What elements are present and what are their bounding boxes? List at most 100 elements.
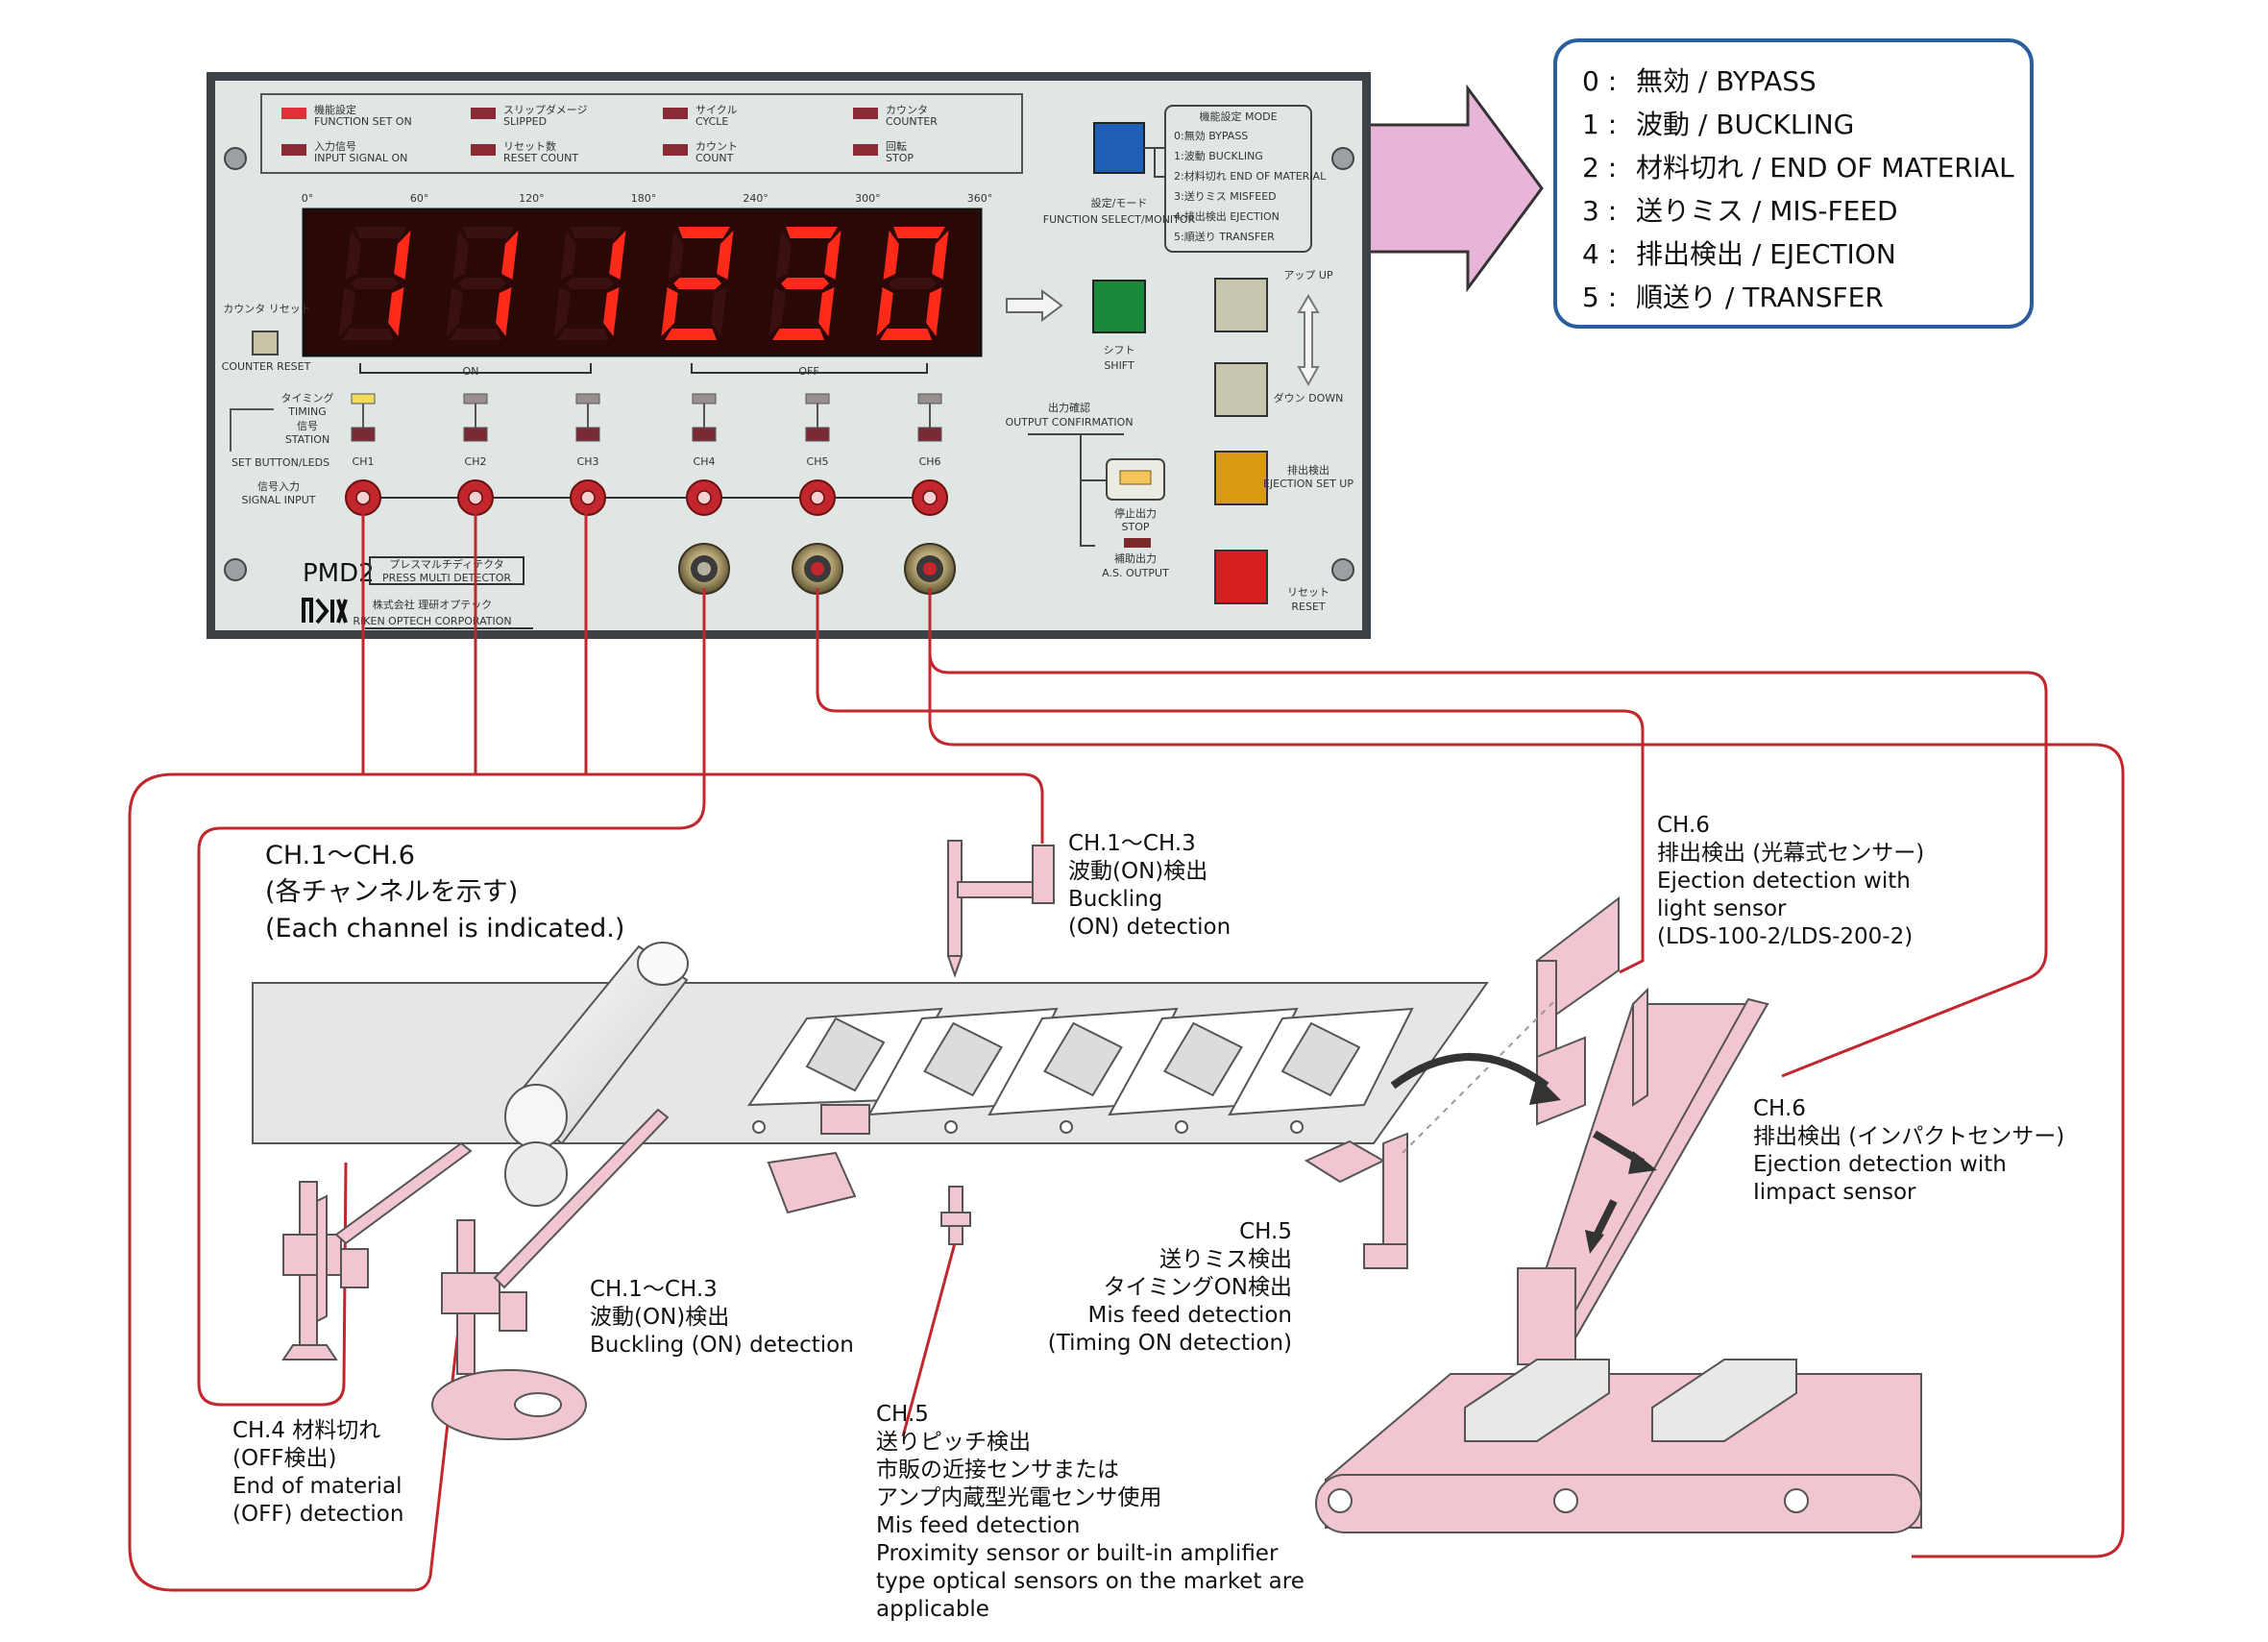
mode-line: 1:波動 BUCKLING xyxy=(1174,149,1263,162)
indicator-label-jp: 機能設定 xyxy=(314,103,356,116)
off-bracket xyxy=(691,363,928,374)
segment-c xyxy=(388,287,404,336)
segment-d xyxy=(450,329,501,340)
segment-e xyxy=(661,287,678,336)
timing-led xyxy=(351,393,376,404)
indicator-label-en: RESET COUNT xyxy=(503,152,578,164)
function-select-jp: 設定/モード xyxy=(1091,196,1148,209)
stamped-part xyxy=(1163,1021,1243,1097)
screw xyxy=(1331,147,1354,170)
reset-button[interactable] xyxy=(1214,550,1268,604)
mode-line: 0:無効 BYPASS xyxy=(1174,129,1248,142)
mode-line: 5:順送り TRANSFER xyxy=(1174,230,1275,243)
part-box xyxy=(1464,1359,1797,1442)
channel-label: CH4 xyxy=(694,455,716,468)
station-button[interactable] xyxy=(575,427,600,442)
segment-c xyxy=(496,287,512,336)
mode-line: 4:排出検出 EJECTION xyxy=(1174,209,1280,223)
channel-label: CH1 xyxy=(353,455,375,468)
ejection-setup-jp: 排出検出 xyxy=(1287,463,1329,477)
shift-en: SHIFT xyxy=(1104,359,1134,372)
wire-ch6-bottom xyxy=(928,625,2125,1558)
segment-g xyxy=(781,278,829,289)
angle-tick-label: 60° xyxy=(410,192,429,205)
segment-a xyxy=(463,227,515,238)
up-label: アップ UP xyxy=(1283,269,1333,282)
screw xyxy=(224,558,247,581)
segment-c xyxy=(711,287,727,336)
conveyor xyxy=(1315,1359,1922,1533)
model-subtitle-en: PRESS MULTI DETECTOR xyxy=(382,572,511,584)
indicator-label-jp: 回転 xyxy=(886,140,907,153)
indicator-label-jp: サイクル xyxy=(695,104,737,116)
up-button[interactable] xyxy=(1214,278,1268,332)
timing-en: TIMING xyxy=(287,405,326,418)
segment-a xyxy=(786,227,838,238)
shift-jp: シフト xyxy=(1104,344,1135,356)
segment-e xyxy=(553,287,571,336)
indicator-strip xyxy=(260,93,1023,174)
segment-g xyxy=(673,278,721,289)
aux-output-en: A.S. OUTPUT xyxy=(1102,567,1169,579)
eject-arc-arrow xyxy=(1390,1053,1549,1090)
station-button[interactable] xyxy=(351,427,376,442)
wire-ch1-3-top xyxy=(620,772,1044,844)
ejection-setup-en: EJECTION SET UP xyxy=(1263,478,1353,490)
model-subtitle-jp: プレスマルチディテクタ xyxy=(389,557,503,571)
indicator-label-jp: 入力信号 xyxy=(314,140,356,153)
function-select-en: FUNCTION SELECT/MONITOR xyxy=(1043,213,1196,226)
indicator-label-en: FUNCTION SET ON xyxy=(314,115,412,128)
station-button[interactable] xyxy=(692,427,717,442)
output-confirm-jp: 出力確認 xyxy=(1048,401,1090,414)
sensor-stand-ch1-3 xyxy=(431,1108,670,1440)
counter-reset-button[interactable] xyxy=(252,331,279,355)
function-select-button[interactable] xyxy=(1093,122,1145,174)
channel-label: CH2 xyxy=(465,455,487,468)
angle-tick-label: 120° xyxy=(519,192,545,205)
pilot-hole xyxy=(1175,1120,1188,1134)
segment-c xyxy=(603,287,620,336)
timing-led xyxy=(917,393,942,404)
riken-logo xyxy=(300,596,350,626)
down-label: ダウン DOWN xyxy=(1274,391,1344,404)
station-button[interactable] xyxy=(805,427,830,442)
signal-input-jp: 信号入力 xyxy=(257,480,300,493)
indicator-led xyxy=(853,144,878,156)
indicator-label-jp: カウンタ xyxy=(886,104,928,116)
up-down-arrow xyxy=(1297,294,1320,387)
counter-reset-jp: カウンタ リセット xyxy=(223,303,311,315)
signal-input-en: SIGNAL INPUT xyxy=(241,494,315,506)
channel-label: CH3 xyxy=(577,455,599,468)
wire-ch5-bottom xyxy=(901,1238,958,1437)
segment-a xyxy=(571,227,622,238)
station-button[interactable] xyxy=(917,427,942,442)
indicator-label-en: SLIPPED xyxy=(503,115,547,128)
callout-ch6-impact: CH.6 排出検出 (インパクトセンサー) Ejection detection… xyxy=(1753,1096,2065,1205)
off-label: OFF xyxy=(798,365,818,378)
indicator-label-jp: リセット数 xyxy=(503,140,556,153)
legend-row: 5 :順送り / TRANSFER xyxy=(1582,282,1884,313)
timing-led xyxy=(575,393,600,404)
indicator-led xyxy=(471,108,496,119)
reset-jp: リセット xyxy=(1287,586,1329,599)
down-button[interactable] xyxy=(1214,362,1268,417)
station-button[interactable] xyxy=(463,427,488,442)
ejection-setup-button[interactable] xyxy=(1214,451,1268,505)
mode-legend: 0 :無効 / BYPASS 1 :波動 / BUCKLING 2 :材料切れ … xyxy=(1553,38,2034,329)
wire-loop-outer xyxy=(128,772,620,1592)
indicator-led xyxy=(853,108,878,119)
indicator-led xyxy=(471,144,496,156)
angle-tick-label: 180° xyxy=(631,192,657,205)
indicator-led xyxy=(663,108,688,119)
segment-b xyxy=(932,231,949,280)
segment-b xyxy=(394,231,411,280)
indicator-label-en: CYCLE xyxy=(695,115,728,128)
shift-button[interactable] xyxy=(1092,280,1146,333)
indicator-label-en: COUNTER xyxy=(886,115,938,128)
counter-reset-en: COUNTER RESET xyxy=(222,360,311,373)
legend-row: 1 :波動 / BUCKLING xyxy=(1582,109,1855,140)
maker-en: RIKEN OPTECH CORPORATION xyxy=(353,615,511,627)
channel-label: CH5 xyxy=(807,455,829,468)
segment-f xyxy=(775,231,792,280)
